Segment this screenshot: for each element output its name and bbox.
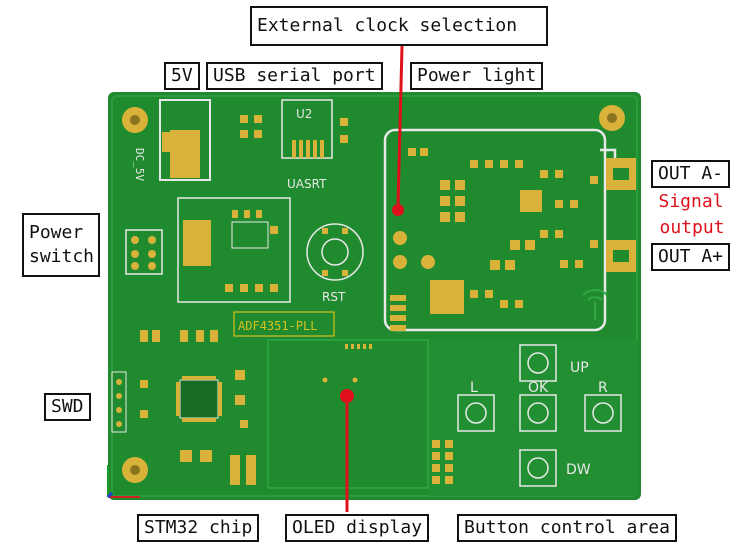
pll-module-outline: [383, 128, 607, 332]
dc-jack: [159, 99, 211, 181]
sma-output-pads: [606, 158, 636, 272]
right-label: R: [598, 380, 608, 396]
out-a-minus-callout: OUT A-: [651, 160, 731, 188]
five-v-callout: 5V: [164, 62, 200, 90]
out-a-plus-callout: OUT A+: [651, 243, 731, 271]
stm32-chip-body: [179, 379, 219, 419]
swd-pins: [111, 371, 127, 433]
external-clock-callout: External clock selection: [250, 6, 548, 46]
uasrt-label: UASRT: [287, 177, 327, 191]
down-label: DW: [566, 462, 591, 478]
u2-label: U2: [296, 107, 312, 121]
button-area-callout: Button control area: [457, 514, 677, 542]
pll-label: ADF4351-PLL: [238, 319, 317, 333]
swd-callout: SWD: [44, 393, 91, 421]
signal-output-text-line1: Signal: [658, 191, 724, 212]
oled-callout: OLED display: [285, 514, 430, 542]
reset-button-outline: [306, 223, 364, 281]
power-light-callout: Power light: [410, 62, 544, 90]
callout-pointers: [340, 45, 404, 512]
regulator-outline: [177, 197, 291, 303]
pll-label-outline: [233, 311, 335, 337]
antenna-icon: [582, 289, 608, 320]
stm32-callout: STM32 chip: [137, 514, 260, 542]
signal-output-text-line2: output: [659, 217, 725, 238]
rst-label: RST: [322, 290, 346, 304]
dc-label: DC_5V: [133, 148, 146, 181]
ok-label: OK: [528, 380, 549, 396]
button-area-outline: [430, 340, 638, 496]
left-label: L: [470, 380, 478, 396]
usb-serial-callout: USB serial port: [206, 62, 383, 90]
push-button-outlines: [457, 344, 622, 487]
power-switch-line2: switch: [29, 246, 95, 267]
power-switch-line1: Power: [29, 222, 84, 243]
power-switch-pads: [125, 229, 163, 275]
axis-icon: [106, 465, 140, 499]
power-switch-callout: Power switch: [22, 213, 100, 277]
up-label: UP: [570, 360, 589, 376]
